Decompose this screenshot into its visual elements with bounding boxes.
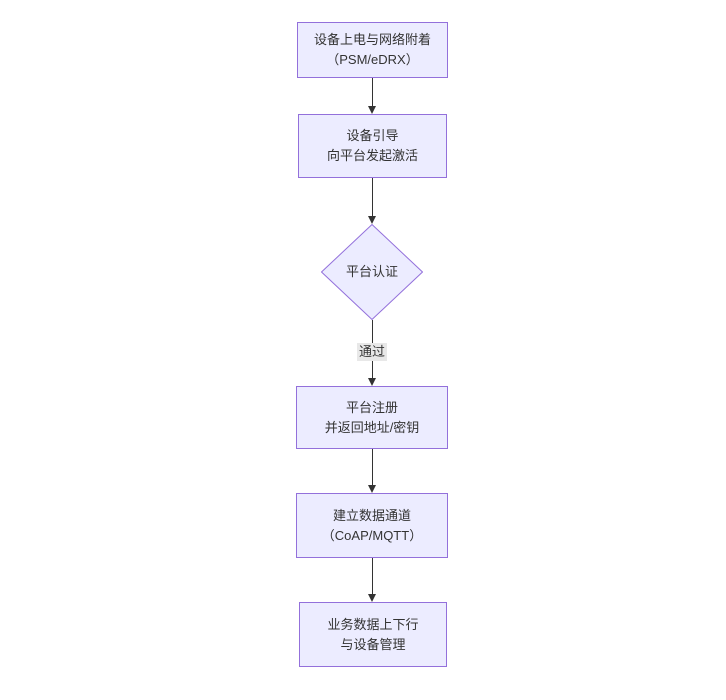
edge-arrow-a-b [367,78,377,114]
node-label-line: 并返回地址/密钥 [324,419,420,435]
arrowhead-icon [368,594,376,602]
diamond-shape [321,224,423,320]
arrowhead-icon [368,106,376,114]
node-label-line: （CoAP/MQTT） [321,527,423,543]
node-device-bootstrap-activate: 设备引导 向平台发起激活 [298,114,447,178]
node-label-line: 平台认证 [345,264,398,279]
node-label-line: 建立数据通道 [332,507,411,523]
node-label-line: 向平台发起激活 [326,148,418,163]
node-data-channel: 建立数据通道 （CoAP/MQTT） [296,493,448,558]
edge-arrow-b-c [367,178,377,224]
node-label-line: 业务数据上下行 [327,616,419,632]
edge-arrow-d-e [367,449,377,493]
edge-label-pass: 通过 [356,343,388,361]
arrowhead-icon [368,378,376,386]
arrowhead-icon [368,485,376,493]
edge-arrow-e-f [367,558,377,602]
node-label-line: 与设备管理 [340,636,406,652]
arrow-line [371,558,373,595]
arrowhead-icon [368,216,376,224]
node-label-line: 设备引导 [346,128,399,143]
arrow-line [371,449,373,486]
arrow-line [371,78,373,107]
node-business-data-management: 业务数据上下行 与设备管理 [299,602,447,667]
node-label-line: （PSM/eDRX） [326,52,419,67]
node-label-line: 设备上电与网络附着 [313,32,431,47]
arrow-line [371,178,373,217]
node-power-on-network-attach: 设备上电与网络附着 （PSM/eDRX） [297,22,448,78]
node-platform-register: 平台注册 并返回地址/密钥 [296,386,448,449]
node-label-line: 平台注册 [345,399,398,415]
decision-platform-auth: 平台认证 [321,224,423,320]
